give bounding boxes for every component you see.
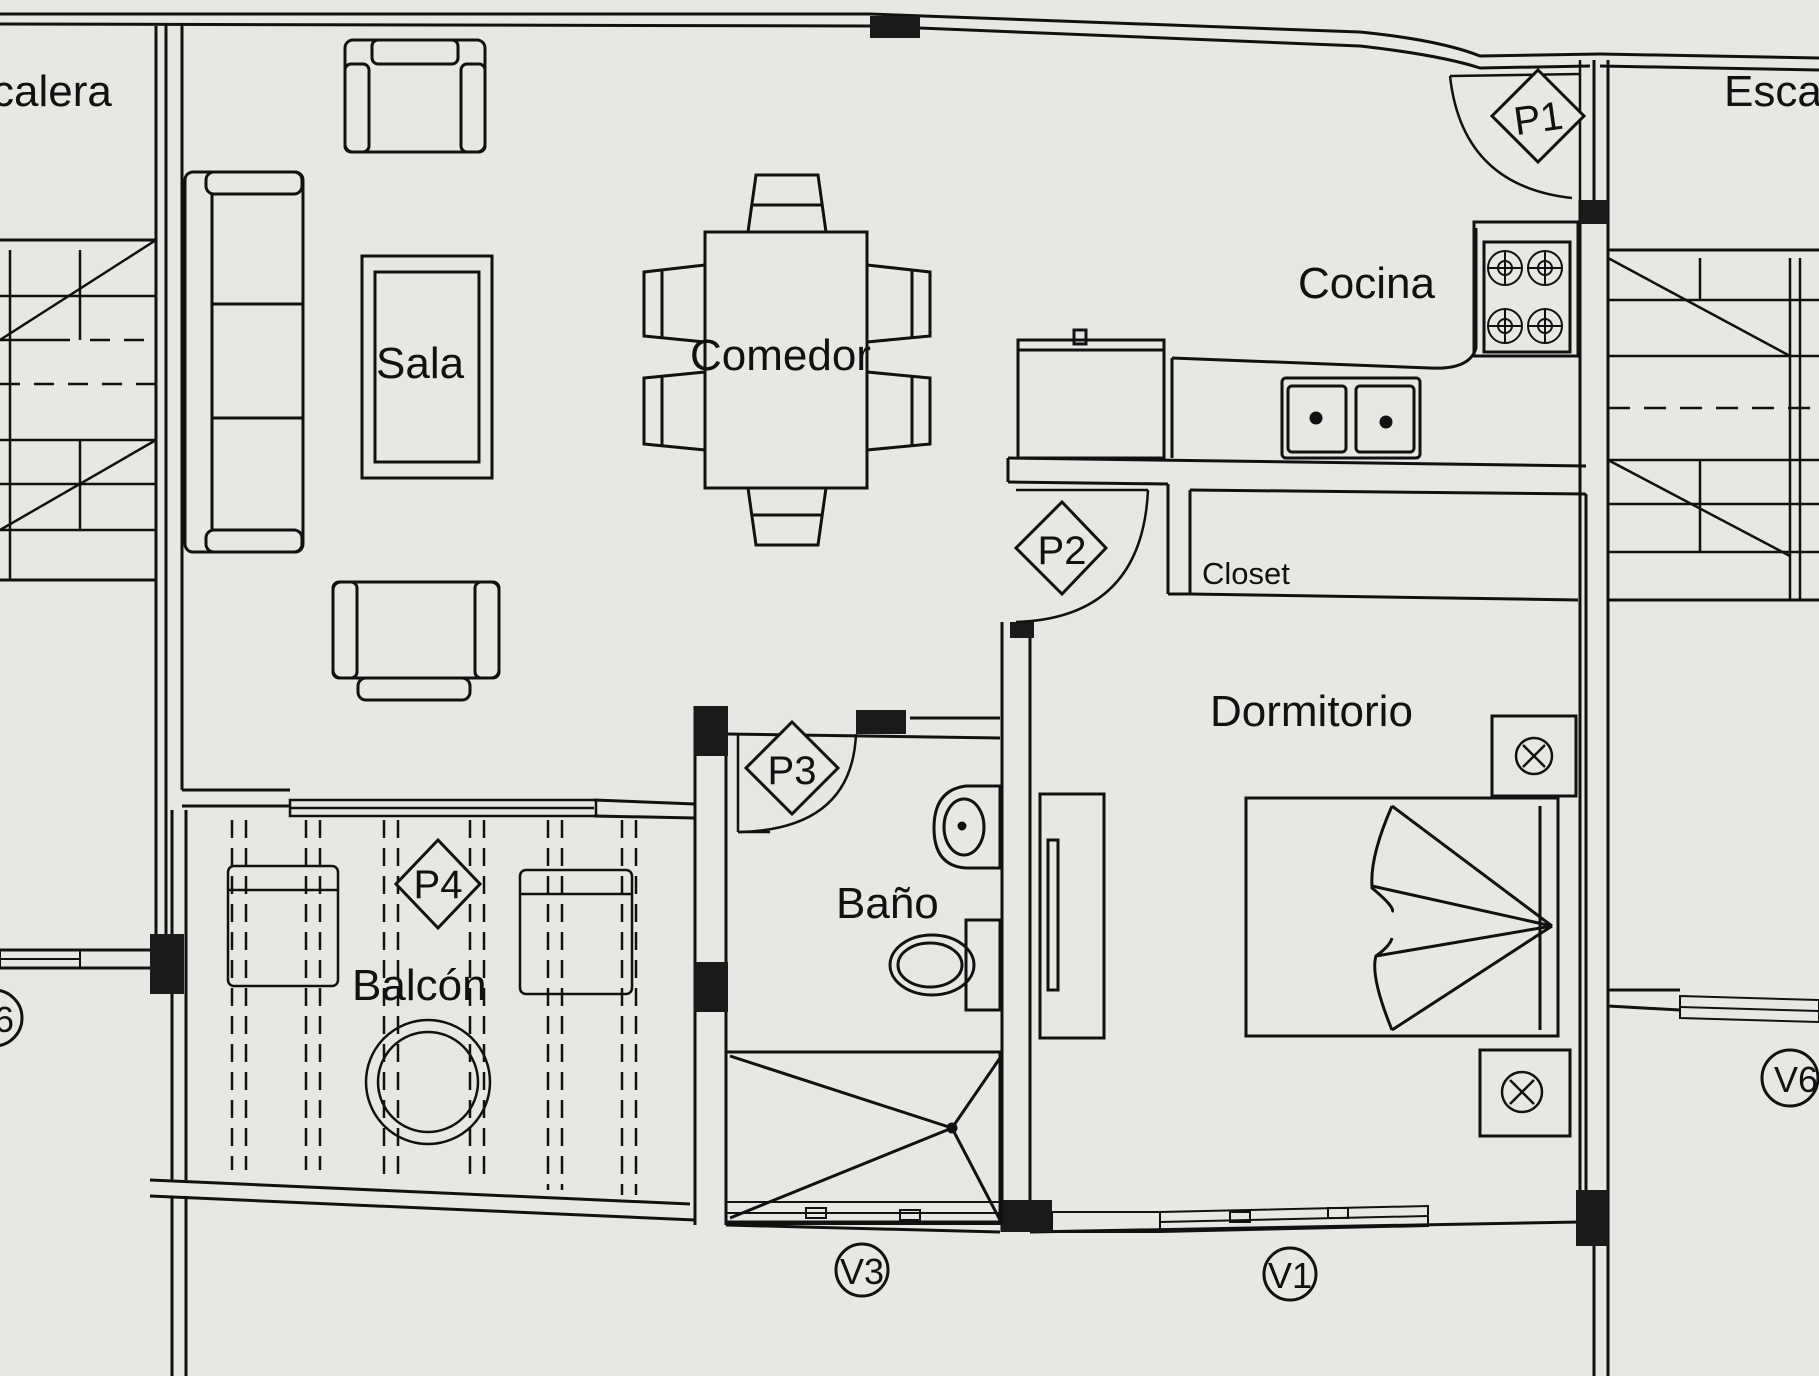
lamp-icon: [1500, 1070, 1544, 1114]
wardrobe: [1038, 792, 1106, 1040]
door-swings: [736, 60, 1582, 834]
dining-set: [642, 173, 932, 547]
door-tag-p2: P2: [1038, 529, 1087, 573]
room-label-cocina: Cocina: [1298, 259, 1435, 308]
window-tags: [0, 989, 1819, 1302]
window-tag-v6-right-circle: [1760, 1048, 1819, 1108]
room-label-dormitorio: Dormitorio: [1210, 687, 1413, 736]
nightstand-top: [1490, 714, 1578, 798]
room-label-escalera-right: Esca: [1724, 67, 1819, 116]
door-tags: [393, 67, 1587, 931]
balcony-furniture: [226, 798, 638, 1195]
structural-columns: [150, 16, 1608, 1246]
door-tag-p2-diamond: [1013, 499, 1109, 597]
door-tag-p3: P3: [768, 749, 817, 793]
window-tag-v6-left: 6: [0, 999, 14, 1040]
nightstand-bottom: [1478, 1048, 1572, 1138]
walls: [0, 12, 1819, 1376]
toilet-tank: [964, 918, 1002, 1012]
kitchen-fixtures: [1016, 220, 1580, 460]
lamp-icon: [1514, 736, 1554, 776]
balcony-chair-right: [518, 868, 634, 996]
balcony-chair-left: [226, 864, 340, 988]
door-tag-p4: P4: [414, 863, 463, 907]
window-tag-v3: V3: [840, 1251, 884, 1292]
room-label-sala: Sala: [376, 339, 465, 388]
lamps: [1500, 736, 1554, 1114]
right-staircase: [1607, 256, 1819, 600]
dining-table: [703, 230, 869, 490]
room-label-balcon: Balcón: [352, 961, 487, 1010]
door-tag-p1: P1: [1511, 94, 1566, 144]
balcony-table: [364, 1018, 492, 1146]
window-tag-v1: V1: [1268, 1255, 1312, 1296]
stove-burners: [1487, 250, 1563, 344]
window-v6-right: [1679, 994, 1819, 1024]
kitchen-sink: [1280, 376, 1422, 460]
bathroom-sink: [932, 784, 1002, 870]
stove: [1472, 220, 1580, 358]
room-label-comedor: Comedor: [690, 331, 871, 380]
window-tag-v1-circle: [1262, 1246, 1318, 1302]
room-label-bano: Baño: [836, 879, 939, 928]
window-tag-v6-right: V6: [1774, 1059, 1818, 1100]
window-tag-v6-left-circle: [0, 989, 24, 1047]
door-tag-p3-diamond: [743, 719, 841, 817]
window-tag-v3-circle: [834, 1242, 890, 1298]
bedroom-furniture: [1038, 714, 1578, 1138]
room-label-closet: Closet: [1202, 556, 1290, 591]
toilet-bowl: [888, 933, 976, 997]
door-tag-p1-diamond: [1489, 67, 1587, 165]
left-staircase: [0, 238, 157, 580]
shower: [724, 1050, 1002, 1224]
sala-furniture: [183, 38, 501, 702]
room-label-escalera-left: calera: [0, 67, 112, 116]
door-tag-p4-diamond: [393, 837, 483, 931]
bed: [1244, 796, 1560, 1038]
refrigerator: [1016, 338, 1166, 460]
windows: [0, 949, 1819, 1233]
coffee-table: [360, 254, 494, 480]
